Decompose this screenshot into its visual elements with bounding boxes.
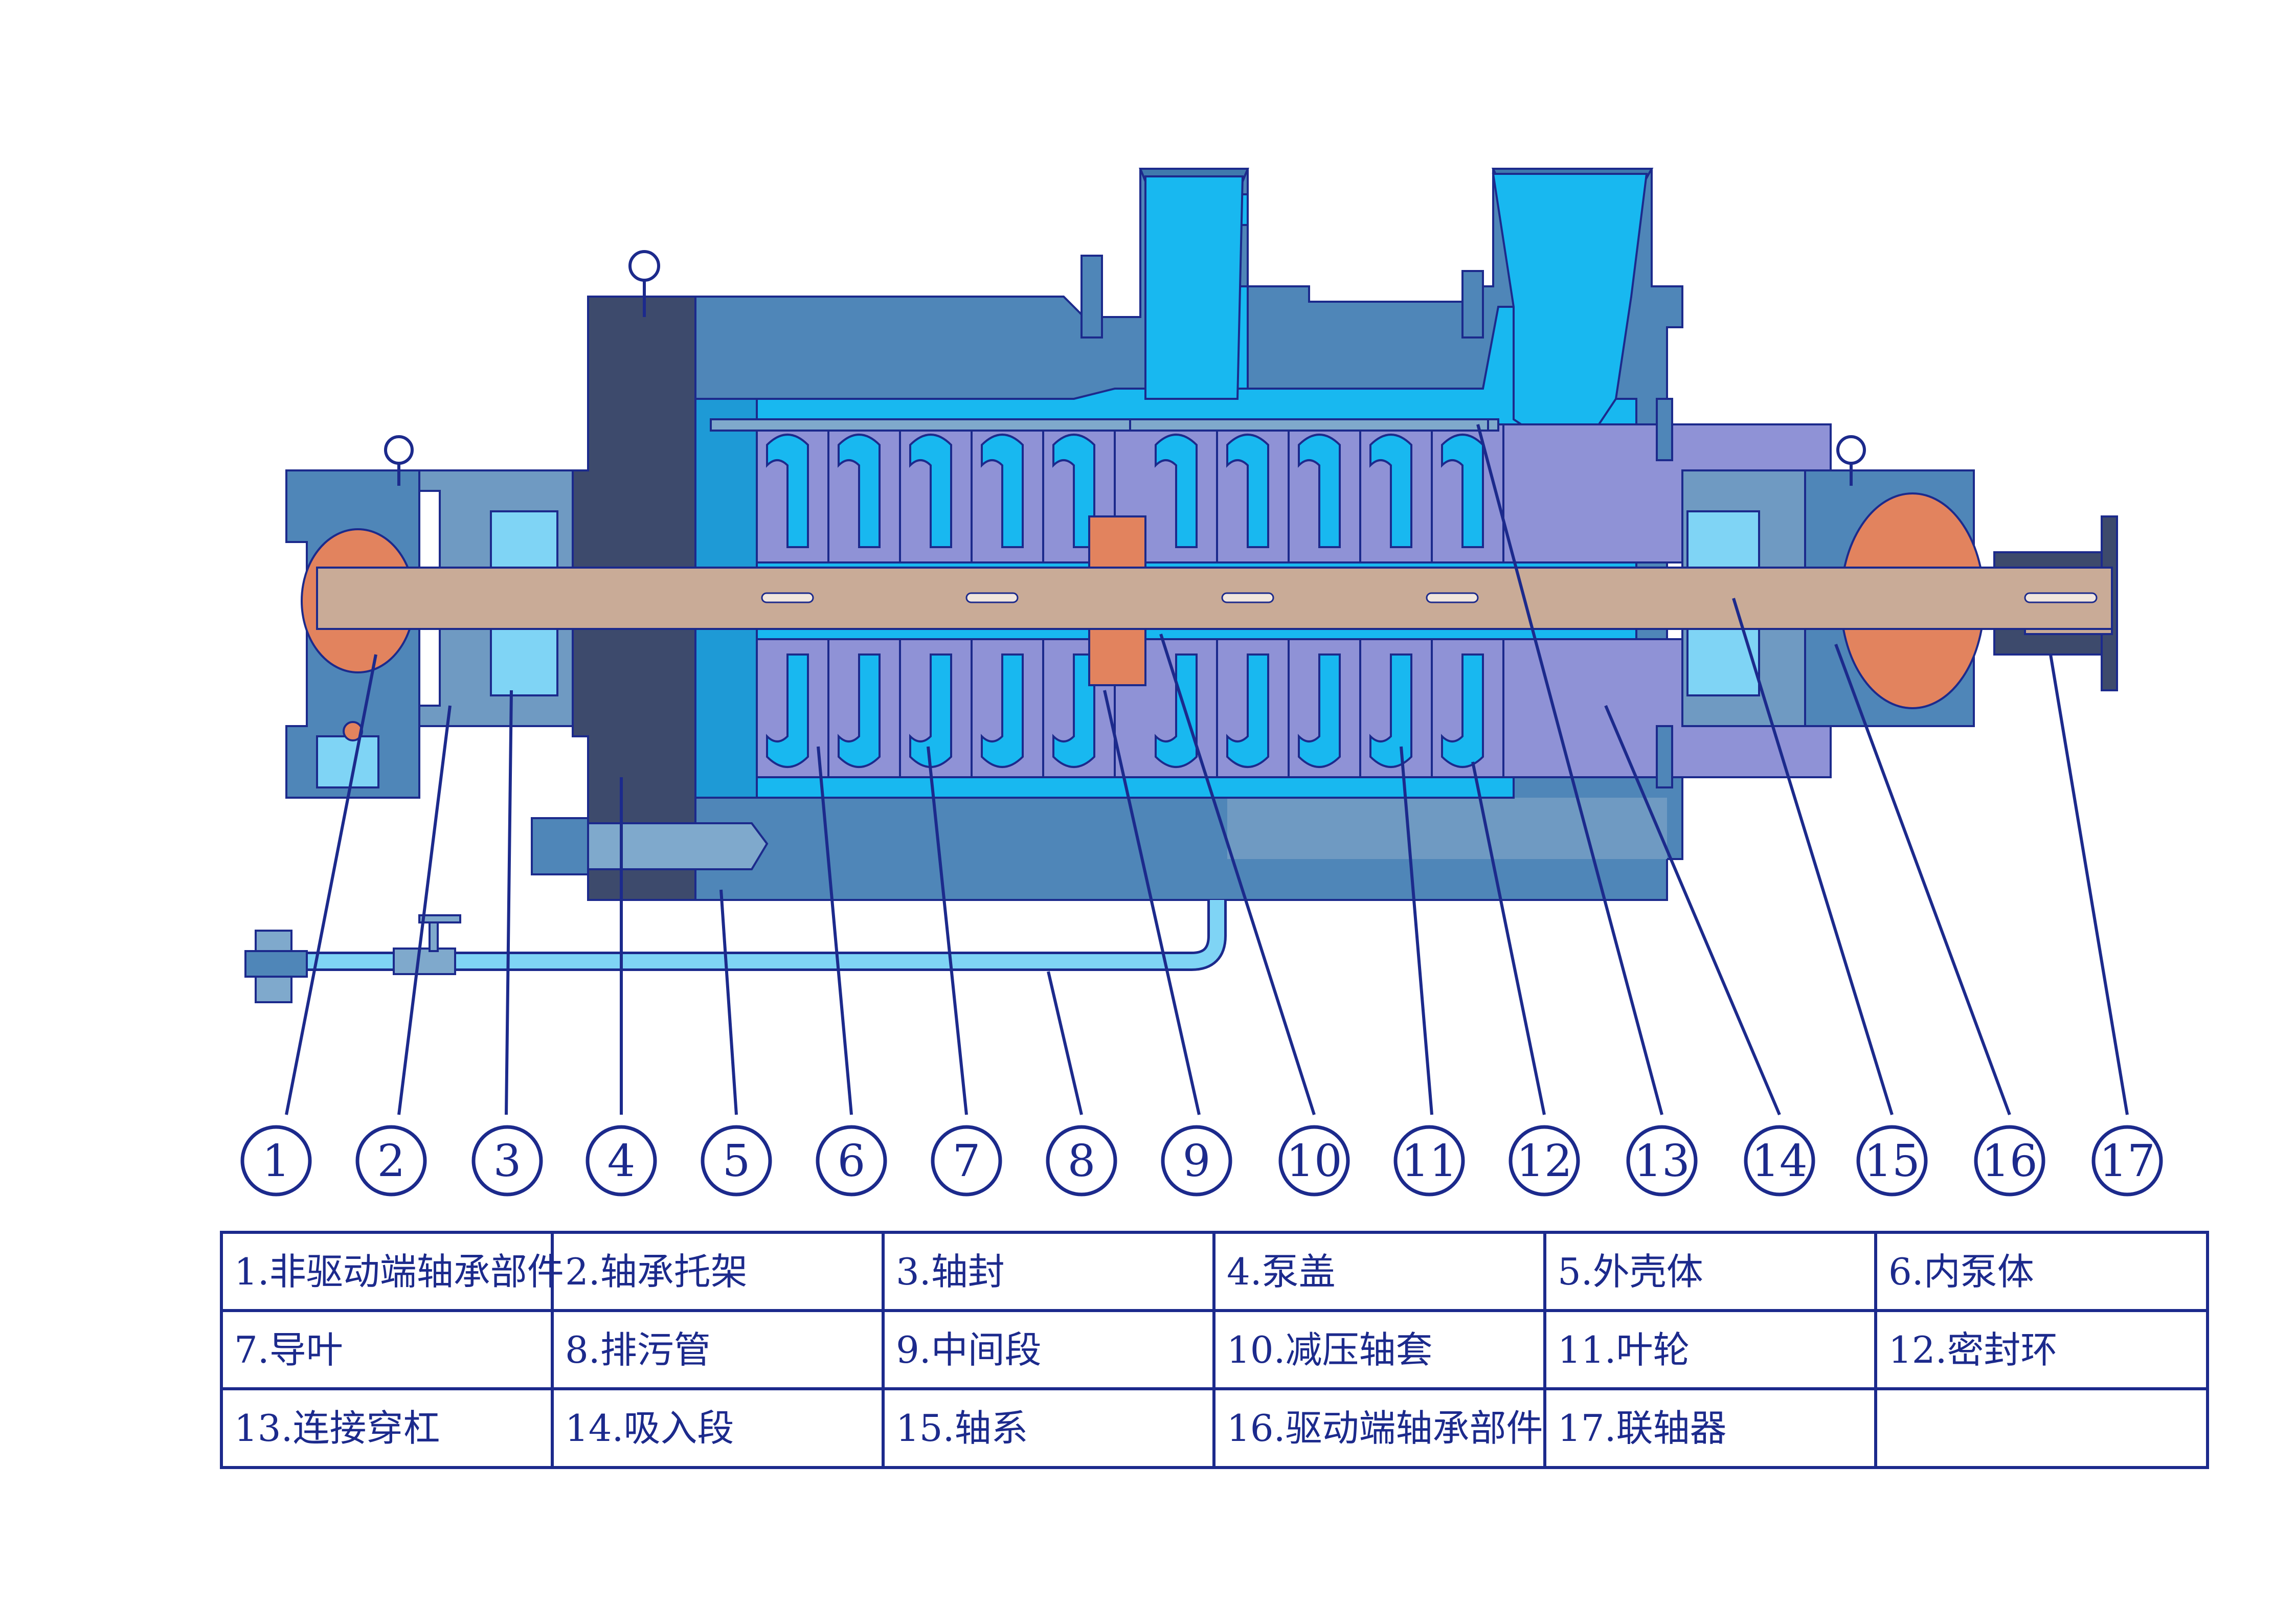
drain-pipe (244, 900, 1227, 1003)
callout-8: 8 (1046, 1125, 1117, 1197)
shaft (316, 567, 2113, 630)
callout-3: 3 (471, 1125, 543, 1197)
callout-number: 7 (953, 1136, 981, 1187)
callout-number: 16 (1982, 1136, 2037, 1187)
flange-bolts (1081, 255, 1673, 788)
legend-item: 8.排污管 (565, 1328, 711, 1371)
callout-circle (1509, 1125, 1580, 1197)
callout-17: 17 (2091, 1125, 2163, 1197)
callout-4: 4 (586, 1125, 657, 1197)
callout-circle (1161, 1125, 1232, 1197)
callout-number: 17 (2099, 1136, 2155, 1187)
callout-number: 11 (1401, 1136, 1457, 1187)
callout-number: 13 (1634, 1136, 1690, 1187)
callout-number: 8 (1068, 1136, 1096, 1187)
callout-10: 10 (1278, 1125, 1350, 1197)
legend-item: 4.泵盖 (1227, 1250, 1336, 1293)
legend-item: 9.中间段 (896, 1328, 1042, 1371)
callout-12: 12 (1509, 1125, 1580, 1197)
callout-number: 2 (377, 1136, 406, 1187)
callout-circle (1744, 1125, 1815, 1197)
impeller-stages-upper (756, 423, 1832, 563)
leader-lines (285, 424, 2129, 1116)
callout-circle (931, 1125, 1002, 1197)
callout-circle (1974, 1125, 2045, 1197)
cover-bolt (531, 817, 769, 875)
callout-16: 16 (1974, 1125, 2045, 1197)
callout-number: 10 (1286, 1136, 1342, 1187)
callout-number: 14 (1751, 1136, 1807, 1187)
tie-rods (710, 418, 1499, 432)
callout-circle (1856, 1125, 1928, 1197)
callout-circle (816, 1125, 887, 1197)
legend-item: 17.联轴器 (1558, 1407, 1727, 1450)
legend-item: 14.吸入段 (565, 1407, 734, 1450)
callout-11: 11 (1393, 1125, 1465, 1197)
callout-2: 2 (355, 1125, 427, 1197)
legend-item: 12.密封环 (1888, 1328, 2058, 1371)
callout-number: 4 (607, 1136, 636, 1187)
callout-7: 7 (931, 1125, 1002, 1197)
legend-item: 1.非驱动端轴承部件 (234, 1250, 564, 1293)
callout-circle (1046, 1125, 1117, 1197)
legend-item: 6.内泵体 (1888, 1250, 2034, 1293)
callout-6: 6 (816, 1125, 887, 1197)
legend-item: 3.轴封 (896, 1250, 1005, 1293)
callout-circle (240, 1125, 312, 1197)
legend-item: 2.轴承托架 (565, 1250, 748, 1293)
callout-circle (355, 1125, 427, 1197)
callout-number: 15 (1864, 1136, 1920, 1187)
legend-table (220, 1231, 2209, 1469)
pump-drawing (244, 168, 2118, 1003)
callout-15: 15 (1856, 1125, 1928, 1197)
callout-9: 9 (1161, 1125, 1232, 1197)
legend-item: 13.连接穿杠 (234, 1407, 440, 1450)
callout-number: 1 (262, 1136, 290, 1187)
callout-circle (701, 1125, 772, 1197)
callout-14: 14 (1744, 1125, 1815, 1197)
callout-number: 5 (723, 1136, 751, 1187)
callout-number: 3 (493, 1136, 522, 1187)
impeller-stages-lower (756, 638, 1832, 778)
callout-13: 13 (1626, 1125, 1698, 1197)
callout-circle (586, 1125, 657, 1197)
legend-item: 11.叶轮 (1558, 1328, 1690, 1371)
callout-5: 5 (701, 1125, 772, 1197)
legend-item: 10.减压轴套 (1227, 1328, 1433, 1371)
callout-number: 12 (1516, 1136, 1572, 1187)
callout-number: 9 (1183, 1136, 1211, 1187)
callout-circle (1626, 1125, 1698, 1197)
legend-item: 7.导叶 (234, 1328, 343, 1371)
callout-circle (471, 1125, 543, 1197)
legend-item: 15.轴系 (896, 1407, 1028, 1450)
callout-1: 1 (240, 1125, 312, 1197)
callout-circle (2091, 1125, 2163, 1197)
callout-number: 6 (838, 1136, 866, 1187)
eyebolt-icon (628, 250, 660, 317)
shaft-keyways (761, 592, 2098, 603)
legend-item: 5.外壳体 (1558, 1250, 1703, 1293)
callout-circle (1278, 1125, 1350, 1197)
callout-circle (1393, 1125, 1465, 1197)
legend-item: 16.驱动端轴承部件 (1227, 1407, 1543, 1450)
